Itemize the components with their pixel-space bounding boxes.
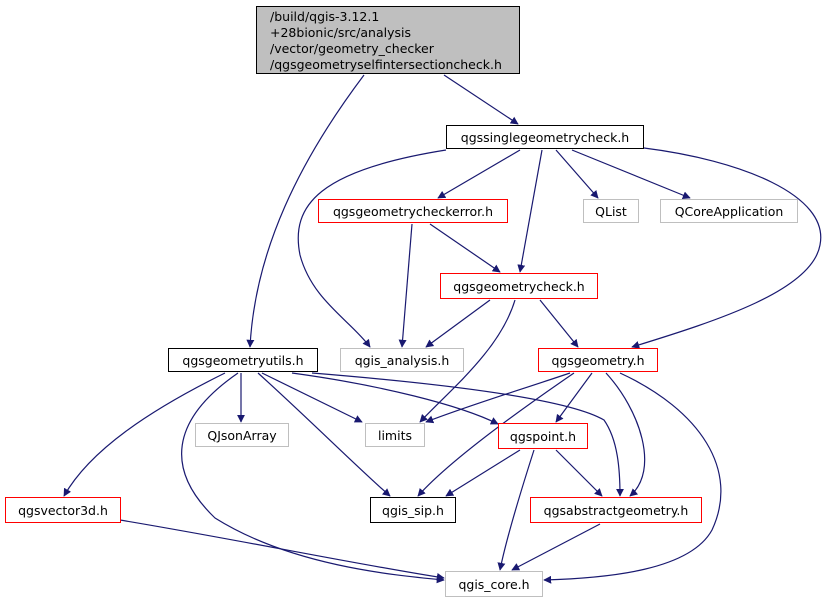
root-path-line-4: /qgsgeometryselfintersectioncheck.h bbox=[270, 57, 502, 72]
node-vector3d[interactable]: qgsvector3d.h bbox=[5, 497, 121, 523]
edge-point-to-qgis_sip bbox=[445, 449, 521, 497]
edge-geometrycheck-to-limits bbox=[419, 299, 516, 423]
node-point[interactable]: qgspoint.h bbox=[498, 423, 588, 449]
node-geometrycheckerror[interactable]: qgsgeometrycheckerror.h bbox=[318, 199, 508, 223]
node-singlegeometrycheck[interactable]: qgssinglegeometrycheck.h bbox=[446, 125, 644, 149]
edge-geometry-to-qgis_sip bbox=[417, 372, 575, 497]
edge-geometryutils-to-abstractgeometry bbox=[311, 372, 624, 497]
edge-point-to-abstractgeometry bbox=[555, 449, 603, 497]
node-qcoreapplication: QCoreApplication bbox=[660, 199, 798, 223]
edge-geometryutils-to-point bbox=[291, 372, 499, 425]
edge-geometrycheck-to-qgis_analysis bbox=[425, 299, 491, 348]
edge-geometryutils-to-qgis_sip bbox=[257, 372, 391, 497]
edge-singlegeometrycheck-to-geometrycheckerror bbox=[437, 149, 521, 199]
node-root: /build/qgis-3.12.1 +28bionic/src/analysi… bbox=[256, 6, 520, 74]
edge-geometry-to-abstractgeometry bbox=[605, 372, 646, 497]
edge-point-to-qgis_core bbox=[497, 449, 535, 571]
edge-geometry-to-qgis_core bbox=[543, 372, 722, 584]
node-abstractgeometry[interactable]: qgsabstractgeometry.h bbox=[530, 497, 702, 523]
node-qgis-core: qgis_core.h bbox=[445, 571, 543, 597]
edge-geometryutils-to-vector3d bbox=[63, 372, 226, 497]
edge-singlegeometrycheck-to-qcoreapplication bbox=[571, 149, 691, 199]
edge-root-to-geometryutils bbox=[246, 74, 365, 348]
root-path-line-2: +28bionic/src/analysis bbox=[270, 25, 411, 40]
node-geometryutils[interactable]: qgsgeometryutils.h bbox=[168, 348, 318, 372]
edge-geometrycheckerror-to-geometrycheck bbox=[429, 223, 501, 273]
edge-geometrycheckerror-to-qgis_analysis bbox=[398, 223, 413, 348]
edge-geometry-to-point bbox=[555, 372, 593, 423]
edge-singlegeometrycheck-to-qgis_analysis bbox=[297, 149, 447, 348]
edge-geometryutils-to-limits bbox=[261, 372, 363, 423]
edge-singlegeometrycheck-to-geometry bbox=[631, 147, 822, 349]
edge-geometryutils-to-qgis_core bbox=[181, 372, 445, 584]
edge-vector3d-to-qgis_core bbox=[119, 519, 445, 581]
edge-geometry-to-limits bbox=[425, 372, 571, 424]
edge-root-to-singlegeometrycheck bbox=[443, 74, 519, 125]
node-qlist: QList bbox=[583, 199, 639, 223]
node-limits: limits bbox=[365, 423, 425, 447]
node-qjsonarray: QJsonArray bbox=[195, 423, 289, 447]
edge-abstractgeometry-to-qgis_core bbox=[511, 523, 601, 571]
edge-geometrycheck-to-geometry bbox=[539, 299, 579, 348]
root-path-line-1: /build/qgis-3.12.1 bbox=[270, 9, 380, 24]
node-geometry[interactable]: qgsgeometry.h bbox=[538, 348, 658, 372]
edge-singlegeometrycheck-to-geometrycheck bbox=[517, 149, 543, 273]
node-geometrycheck[interactable]: qgsgeometrycheck.h bbox=[440, 273, 598, 299]
edge-singlegeometrycheck-to-qlist bbox=[555, 149, 599, 199]
node-qgis-sip[interactable]: qgis_sip.h bbox=[370, 497, 456, 523]
node-qgis-analysis: qgis_analysis.h bbox=[340, 348, 464, 372]
root-path-line-3: /vector/geometry_checker bbox=[270, 41, 434, 56]
